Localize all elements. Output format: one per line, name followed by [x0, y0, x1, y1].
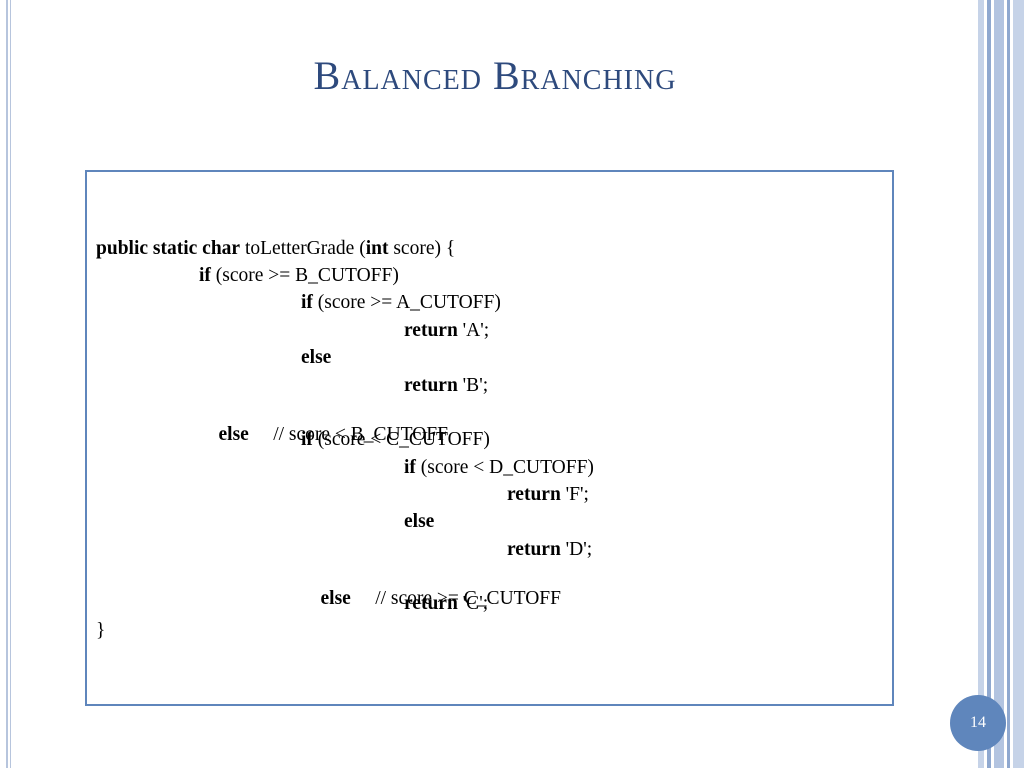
code-line: else	[404, 511, 434, 533]
code-keyword: return	[404, 593, 458, 614]
code-line: return 'B';	[404, 375, 488, 397]
code-keyword: return	[404, 375, 458, 396]
left-border-line-inner	[10, 0, 11, 768]
code-text: 'D';	[560, 539, 593, 560]
right-stripe	[1013, 0, 1024, 768]
code-keyword: else	[301, 347, 332, 368]
code-box	[85, 170, 894, 706]
code-text: (score >= B_CUTOFF)	[210, 265, 399, 286]
code-text: toLetterGrade (	[240, 238, 366, 259]
code-line: return 'C';	[404, 593, 488, 615]
code-text: 'B';	[457, 375, 489, 396]
code-line: else	[301, 347, 331, 369]
right-stripe	[987, 0, 991, 768]
code-text: 'C';	[457, 593, 489, 614]
left-border-line	[6, 0, 8, 768]
code-text: // score < B_CUTOFF	[248, 424, 448, 445]
code-text: // score >= C_CUTOFF	[350, 588, 561, 609]
code-line: }	[96, 620, 105, 642]
code-line: if (score >= A_CUTOFF)	[301, 292, 501, 314]
code-keyword: if	[199, 265, 211, 286]
code-line: if (score >= B_CUTOFF)	[199, 265, 399, 287]
code-line: else // score >= C_CUTOFF	[301, 566, 561, 632]
code-keyword: if	[301, 429, 313, 450]
code-text: 'F';	[560, 484, 589, 505]
code-text: (score < C_CUTOFF)	[312, 429, 490, 450]
code-line: return 'D';	[507, 539, 592, 561]
code-keyword: if	[301, 292, 313, 313]
code-keyword: else	[404, 511, 435, 532]
code-keyword: else	[320, 588, 351, 609]
slide-title: Balanced Branching	[313, 53, 677, 98]
code-keyword: return	[507, 484, 561, 505]
right-stripe	[978, 0, 984, 768]
code-text: }	[96, 620, 106, 641]
code-keyword: return	[507, 539, 561, 560]
code-line: if (score < C_CUTOFF)	[301, 429, 490, 451]
code-line: else // score < B_CUTOFF	[199, 402, 448, 468]
code-keyword: int	[365, 238, 389, 259]
right-stripe	[1007, 0, 1010, 768]
page-number-badge: 14	[950, 695, 1006, 751]
code-text: (score >= A_CUTOFF)	[312, 292, 501, 313]
code-line: public static char toLetterGrade (int sc…	[96, 238, 455, 260]
code-text: score) {	[388, 238, 456, 259]
code-keyword: else	[218, 424, 249, 445]
code-keyword: return	[404, 320, 458, 341]
code-text: 'A';	[457, 320, 490, 341]
code-text: (score < D_CUTOFF)	[415, 457, 594, 478]
code-line: return 'F';	[507, 484, 589, 506]
code-keyword: if	[404, 457, 416, 478]
code-keyword: public static char	[96, 238, 241, 259]
code-line: return 'A';	[404, 320, 489, 342]
right-stripe	[994, 0, 1004, 768]
code-line: if (score < D_CUTOFF)	[404, 457, 594, 479]
